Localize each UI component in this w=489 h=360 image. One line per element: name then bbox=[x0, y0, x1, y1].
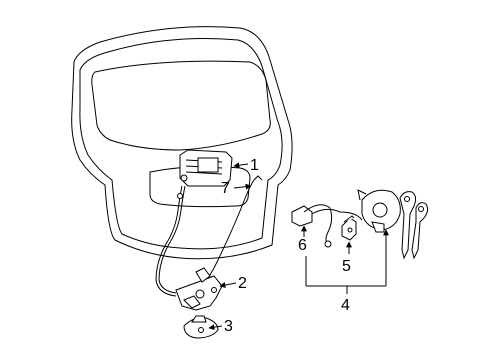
rear-window-glass bbox=[91, 60, 271, 151]
latch-assembly-part bbox=[175, 267, 223, 311]
leader-line-7 bbox=[233, 183, 252, 190]
lock-cylinder-part bbox=[357, 189, 401, 233]
outside-handle-part bbox=[179, 149, 233, 187]
callout-5: 5 bbox=[342, 258, 351, 275]
callout-1: 1 bbox=[250, 157, 259, 174]
callout-6: 6 bbox=[298, 237, 307, 254]
retainer-part bbox=[341, 215, 357, 241]
callout-7: 7 bbox=[221, 180, 230, 197]
leader-line-1 bbox=[233, 162, 249, 169]
leader-line-2 bbox=[219, 282, 237, 288]
wiring-harness-part bbox=[291, 204, 363, 248]
callout-3: 3 bbox=[224, 318, 233, 335]
key-part bbox=[399, 191, 429, 260]
callout-4-bracket bbox=[305, 238, 387, 294]
switch-part bbox=[183, 315, 219, 339]
leader-line-3 bbox=[208, 324, 223, 331]
callout-2: 2 bbox=[238, 275, 247, 292]
liftgate-door bbox=[71, 26, 293, 260]
release-cable bbox=[155, 185, 186, 297]
callout-4: 4 bbox=[341, 297, 350, 314]
